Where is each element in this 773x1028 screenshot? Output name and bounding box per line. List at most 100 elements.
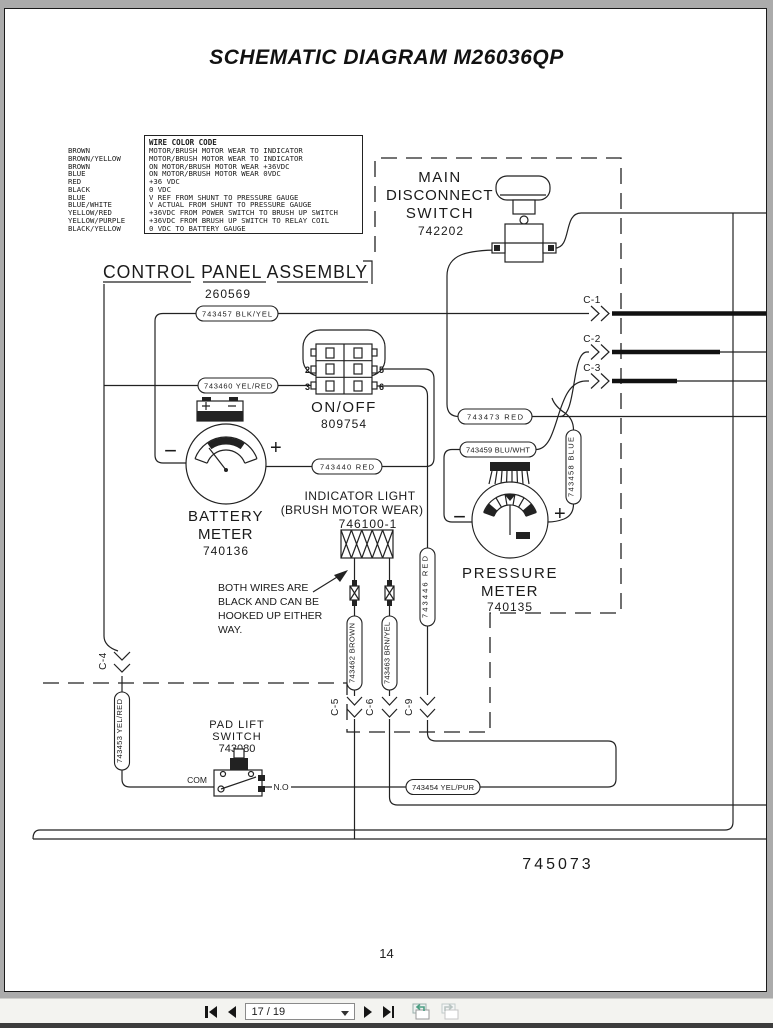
next-page-button[interactable] (362, 1004, 374, 1020)
panel-boundary-dashed (40, 157, 622, 733)
svg-text:743458 BLUE: 743458 BLUE (567, 437, 576, 497)
svg-text:742202: 742202 (418, 224, 464, 238)
push-button-switch-icon (491, 175, 557, 263)
previous-page-button[interactable] (226, 1004, 238, 1020)
heavy-wires (612, 311, 766, 384)
svg-text:WAY.: WAY. (218, 624, 242, 636)
page-number-input[interactable]: 17 / 19 (244, 1003, 355, 1020)
svg-text:743462 BROWN: 743462 BROWN (348, 623, 357, 683)
page-number: 14 (379, 946, 394, 961)
page-indicator-value: 17 / 19 (251, 1005, 286, 1018)
wire-color-code-header: WIRE COLOR CODE (149, 138, 217, 147)
svg-text:(BRUSH MOTOR WEAR): (BRUSH MOTOR WEAR) (281, 503, 424, 517)
wire-label-743458: 743458 BLUE (565, 429, 582, 505)
last-page-button[interactable] (381, 1004, 397, 1020)
wire-label-743446: 743446 RED (419, 547, 436, 627)
gauge-face (194, 436, 258, 472)
svg-text:PAD LIFT: PAD LIFT (209, 719, 264, 731)
battery-minus-sign: − (164, 438, 177, 463)
svg-text:743446 RED: 743446 RED (421, 555, 430, 618)
svg-text:743454 YEL/PUR: 743454 YEL/PUR (412, 783, 475, 792)
table-row: YELLOW/PURPLE+36VDC FROM BRUSH UP SWITCH… (68, 215, 330, 225)
svg-text:BLACK AND CAN BE: BLACK AND CAN BE (218, 596, 319, 608)
svg-text:743473 RED: 743473 RED (467, 413, 524, 422)
pressure-plus-sign: + (554, 503, 566, 525)
connector-label-c5: C-5 (330, 698, 341, 716)
first-page-button[interactable] (203, 1004, 219, 1020)
wires (32, 212, 766, 840)
wire-label-743463: 743463 BRN/YEL (381, 615, 398, 691)
pressure-minus-sign: − (453, 504, 466, 529)
svg-text:METER: METER (198, 526, 254, 543)
document-page (4, 8, 767, 992)
control-panel-assembly-label: CONTROL PANEL ASSEMBLY 260569 (103, 260, 373, 301)
table-row: YELLOW/RED+36VDC FROM POWER SWITCH TO BR… (68, 208, 338, 217)
svg-text:DISCONNECT: DISCONNECT (386, 187, 494, 204)
svg-text:809754: 809754 (321, 417, 367, 431)
battery-plus-sign: + (270, 437, 282, 459)
previous-view-icon[interactable] (409, 1002, 431, 1021)
pin-number: 6 (379, 382, 384, 392)
wire-label-743473: 743473 RED (457, 408, 533, 425)
connector-label-c1: C-1 (583, 295, 601, 306)
svg-text:HOOKED UP EITHER: HOOKED UP EITHER (218, 610, 323, 622)
note-arrow (334, 570, 348, 582)
indicator-light: INDICATOR LIGHT (BRUSH MOTOR WEAR) 74610… (281, 489, 424, 606)
page-dropdown-caret-icon[interactable] (340, 1011, 349, 1016)
svg-text:BATTERY: BATTERY (188, 508, 264, 525)
svg-text:743453 YEL/RED: 743453 YEL/RED (115, 698, 124, 763)
svg-text:740135: 740135 (487, 600, 533, 614)
svg-text:746100-1: 746100-1 (339, 517, 398, 531)
svg-text:743460 YEL/RED: 743460 YEL/RED (204, 382, 273, 391)
main-disconnect-switch: MAIN DISCONNECT SWITCH 742202 (386, 169, 557, 263)
wire-label-743462: 743462 BROWN (346, 615, 363, 691)
svg-text:CONTROL PANEL ASSEMBLY: CONTROL PANEL ASSEMBLY (103, 262, 368, 282)
svg-text:743440 RED: 743440 RED (320, 463, 375, 472)
gauge-face (483, 493, 537, 539)
svg-text:260569: 260569 (205, 287, 251, 301)
connector-label-c4: C-4 (98, 652, 109, 670)
next-page-icon (363, 1005, 372, 1018)
pin-number: 3 (305, 382, 310, 392)
battery-meter: − + BATTERY METER 740136 (164, 397, 282, 558)
connector-label-c6: C-6 (365, 698, 376, 716)
pdf-toolbar: 17 / 19 (0, 998, 773, 1024)
svg-text:METER: METER (481, 583, 539, 600)
wire-label-743459: 743459 BLU/WHT (459, 441, 537, 458)
previous-page-icon (227, 1005, 236, 1018)
pressure-meter: − + PRESSURE METER 740135 (453, 462, 566, 614)
svg-text:743459 BLU/WHT: 743459 BLU/WHT (466, 446, 530, 455)
wire-label-743454: 743454 YEL/PUR (405, 778, 481, 796)
pad-lift-switch: PAD LIFT SWITCH 743080 COM N.O (187, 719, 289, 797)
connector-label-c3: C-3 (583, 363, 601, 374)
schematic-title: SCHEMATIC DIAGRAM M26036QP (209, 46, 564, 69)
first-page-icon (205, 1005, 208, 1018)
svg-text:MAIN: MAIN (418, 169, 462, 186)
connector-symbols: C-1 C-2 C-3 C-4 C-5 C-6 C-9 (98, 295, 610, 718)
connector-label-c2: C-2 (583, 334, 601, 345)
svg-text:PRESSURE: PRESSURE (462, 565, 558, 582)
last-page-icon (382, 1005, 391, 1018)
wire-color-code-box (144, 135, 363, 234)
wire-label-743460: 743460 YEL/RED (197, 377, 279, 394)
no-terminal-label: N.O (273, 782, 289, 792)
pin-number: 2 (305, 365, 310, 375)
inline-connector-icon (349, 580, 395, 606)
next-view-icon (438, 1002, 460, 1021)
connector-label-c9: C-9 (404, 698, 415, 716)
battery-icon (196, 397, 244, 422)
table-row: RED+36 VDC (68, 177, 180, 186)
on-off-switch: 2 5 3 6 ON/OFF 809754 (302, 329, 386, 431)
svg-text:INDICATOR LIGHT: INDICATOR LIGHT (304, 489, 415, 503)
svg-text:740136: 740136 (203, 544, 249, 558)
drawing-number: 745073 (522, 856, 593, 873)
